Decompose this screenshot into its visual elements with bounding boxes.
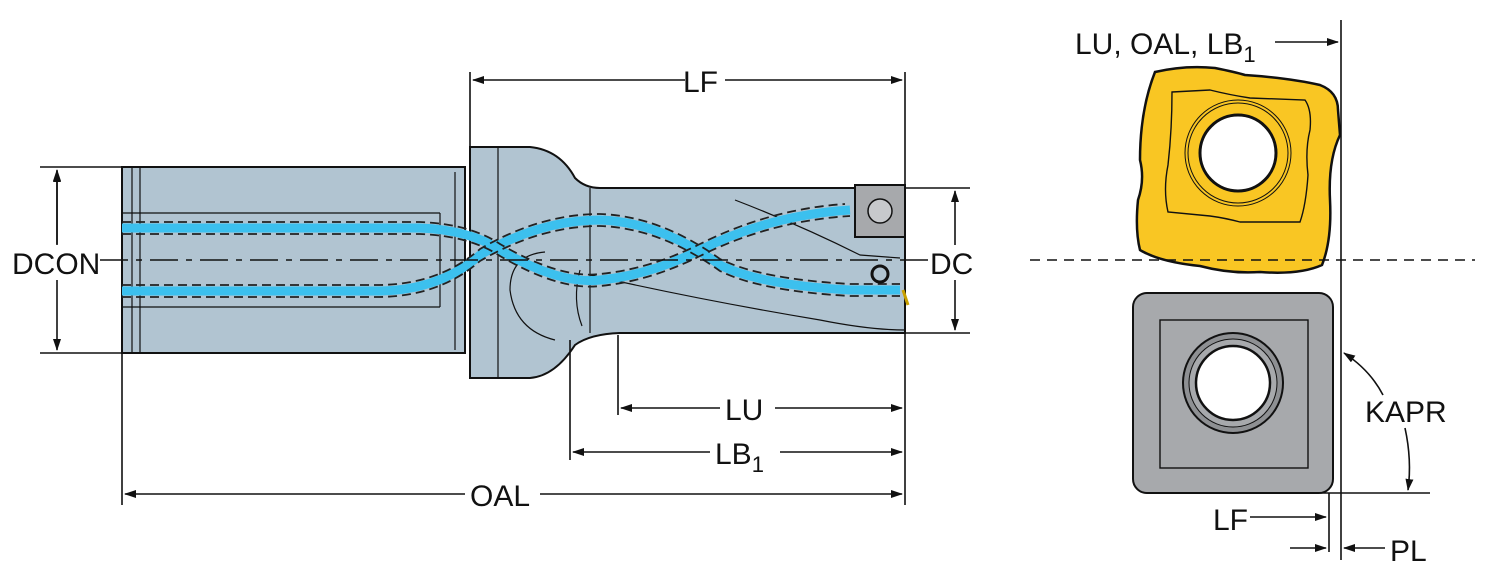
label-oal: OAL bbox=[470, 480, 530, 513]
label-kapr: KAPR bbox=[1365, 396, 1447, 429]
drill-body bbox=[121, 146, 910, 379]
coolant-channel-upper bbox=[122, 205, 851, 286]
central-insert bbox=[1132, 292, 1334, 494]
dimensions bbox=[40, 72, 970, 505]
label-lf: LF bbox=[683, 66, 718, 99]
label-lb1: LB1 bbox=[715, 438, 764, 477]
peripheral-insert bbox=[1135, 65, 1342, 274]
insert-screw-icon bbox=[867, 198, 893, 224]
coolant-outlet bbox=[870, 264, 890, 284]
label-dc: DC bbox=[930, 248, 973, 281]
label-lu: LU bbox=[725, 394, 763, 427]
label-dcon: DCON bbox=[12, 248, 100, 281]
label-pl: PL bbox=[1390, 535, 1427, 568]
label-insert-ref: LU, OAL, LB1 bbox=[1075, 28, 1256, 67]
coolant-channel-lower bbox=[122, 215, 900, 296]
insert-dimensions bbox=[1250, 20, 1430, 560]
label-insert-lf: LF bbox=[1213, 504, 1248, 537]
